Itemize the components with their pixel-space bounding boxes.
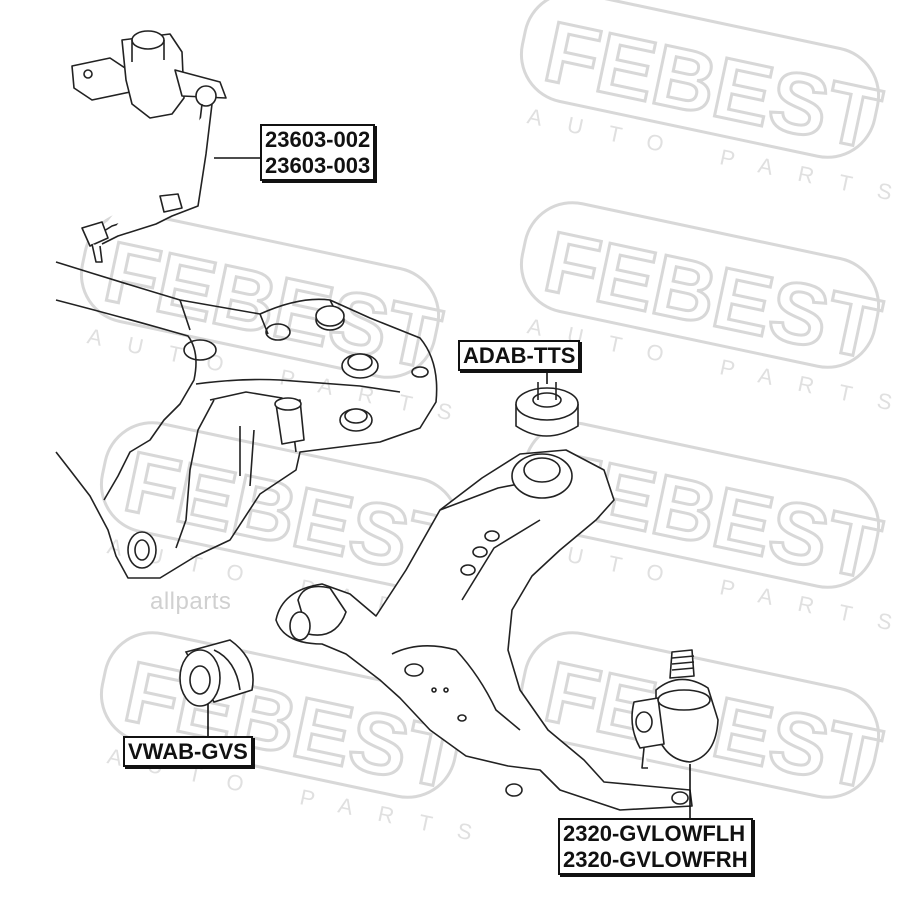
part-number-2320-gvlowflh: 2320-GVLOWFLH [563, 821, 746, 846]
part-number-23603-002: 23603-002 [265, 127, 371, 152]
ball-joint-drawing [631, 649, 719, 769]
part-number-23603-003: 23603-003 [265, 153, 371, 178]
part-number-2320-gvlowfrh: 2320-GVLOWFRH [563, 847, 748, 872]
label-ball-joint: 2320-GVLOWFLH 2320-GVLOWFRH [558, 818, 753, 875]
overlay-watermark: allparts [150, 588, 232, 615]
watermark-logo-2: FEBEST AUTO PARTS [519, 201, 900, 421]
subframe-drawing [55, 261, 438, 579]
part-number-vwab-gvs: VWAB-GVS [128, 739, 248, 764]
level-sensor-drawing [71, 30, 227, 263]
label-rear-bushing: ADAB-TTS [458, 340, 581, 371]
leader-lines [207, 157, 691, 818]
control-arm-drawing [275, 449, 693, 811]
label-sensor-part-numbers: 23603-002 23603-003 [260, 124, 376, 181]
part-number-adab-tts: ADAB-TTS [463, 343, 576, 368]
watermark-logo-1: FEBEST AUTO PARTS [519, 0, 900, 211]
label-front-bushing: VWAB-GVS [123, 736, 253, 767]
rear-bushing-drawing [515, 382, 579, 437]
front-bushing-drawing [179, 639, 254, 707]
